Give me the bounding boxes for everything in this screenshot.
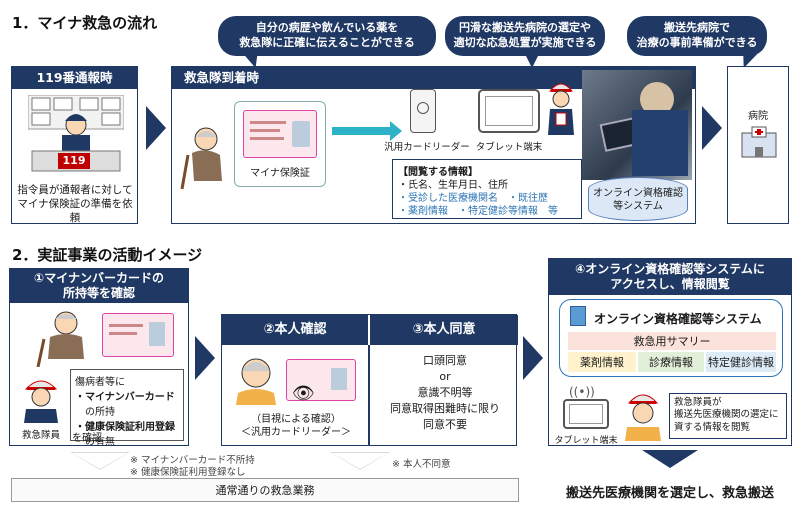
reader-label: 汎用カードリーダー [384,142,470,153]
flow-arrow-2 [702,106,722,150]
step3-line4: 同意取得困難時に限り [390,401,500,415]
card-label: マイナ保険証 [250,168,310,179]
note-left-2: ※ 健康保険証利用登録なし [130,467,246,478]
step4-paramedic-icon [625,394,661,441]
step1-header: ①マイナンバーカードの 所持等を確認 [10,269,188,303]
step4-tablet-icon [563,399,609,429]
patient-illustration [36,311,84,367]
elderly-patient-icon [180,127,222,190]
tablet-icon [478,89,540,133]
final-arrow [642,450,698,468]
step4-note: 救急隊員が 搬送先医療機関の選定に 資する情報を閲覧 [669,393,787,439]
step23-divider [368,345,370,445]
arrival-panel: 救急隊到着時 マイナ保険証 汎用カードリーダー タブレット端末 [171,66,696,224]
info-line-3: ・薬剤情報 ・特定健診等情報 等 [398,206,558,217]
step1-paramedic-icon [24,380,58,423]
step3-text: 口頭同意 or 意識不明等 同意取得困難時に限り 同意不要 [372,353,518,433]
card-reader-icon [410,89,436,133]
tablet-label: タブレット端末 [475,142,543,153]
note-left-1: ※ マイナンバーカード不所持 [130,455,255,466]
step1-intro: 傷病者等に [75,377,125,388]
db-label: オンライン資格確認 等システム [593,188,683,212]
card-to-reader-arrowhead [390,121,402,141]
card-to-reader-arrow [332,127,392,135]
step4-header: ④オンライン資格確認等システムに アクセスし、情報閲覧 [549,259,791,295]
flow-arrow-1 [146,106,166,150]
fallback-arrow-mid-inner [332,453,388,469]
note-mid: ※ 本人不同意 [392,459,451,470]
info-line-1: ・氏名、生年月日、住所 [398,180,508,191]
step3-header: ③本人同意 [370,315,518,345]
paramedic-icon [548,83,574,135]
step1-item1: ・マイナンバーカード [75,392,175,403]
step3-line2: or [439,369,451,383]
step2-header: ②本人確認 [222,315,368,345]
call-panel-header: 119番通報時 [12,67,137,89]
section2-title: 2．実証事業の活動イメージ [12,246,203,264]
step23-panel: ②本人確認 ③本人同意 👁 （目視による確認） ＜汎用カードリーダー＞ 口頭同意… [221,314,518,446]
benefit-bubble-1: 自分の病歴や飲んでいる薬を 救急隊に正確に伝えることができる [218,16,436,56]
mynumber-card-icon [243,110,317,158]
step4-tablet-label: タブレット端末 [554,436,618,446]
step1-card-icon [102,313,174,357]
step4-system-box: オンライン資格確認等システム 救急用サマリー 薬剤情報 診療情報 特定健診情報 [559,299,783,377]
online-system-db-icon: オンライン資格確認 等システム [588,177,688,221]
step3-line5: 同意不要 [423,417,467,431]
call-panel: 119番通報時 119 指令員が通報者に対して マイナ保険証の準備を依頼 [11,66,138,224]
viewable-info-box: 【閲覧する情報】 ・氏名、生年月日、住所 ・受診した医療機関名 ・既往歴 ・薬剤… [392,159,582,219]
fallback-arrow-left-inner [72,453,128,469]
step1-person-label: 救急隊員 [21,430,60,441]
step2-person-icon [236,358,276,405]
benefit-bubble-3: 搬送先病院で 治療の事前準備ができる [627,16,767,56]
checkup-info-cell: 特定健診情報 [706,352,776,372]
step2-card-icon [286,359,356,401]
drug-info-cell: 薬剤情報 [568,352,636,372]
call-caption: 指令員が通報者に対して マイナ保険証の準備を依頼 [17,184,133,225]
step1-end: を確認 [72,433,102,444]
flow-arrow-3 [195,336,215,380]
normal-operations-bar: 通常通りの救急業務 [11,478,519,502]
hospital-panel: 病院 [727,66,789,224]
final-step: 搬送先医療機関を選定し、救急搬送 [565,486,774,501]
step2-eye-icon: 👁 [292,383,315,404]
info-title: 【閲覧する情報】 [398,167,478,178]
dispatcher-illustration [28,95,124,172]
section1-title: 1．マイナ救急の流れ [12,14,158,32]
bubble-tail-2 [525,54,539,68]
step4-system-title: オンライン資格確認等システム [594,312,762,326]
wifi-icon: ((•)) [569,385,595,399]
step2-caption: （目視による確認） ＜汎用カードリーダー＞ [241,414,351,438]
clinic-info-cell: 診療情報 [638,352,704,372]
flow-arrow-4 [523,336,543,380]
emergency-summary: 救急用サマリー [568,332,776,350]
paramedic-photo [582,70,692,180]
hospital-label: 病院 [748,111,768,122]
step1-panel: ①マイナンバーカードの 所持等を確認 救急隊員 傷病者等に ・マイナンバーカード… [9,268,189,448]
mynumber-card-frame: マイナ保険証 [234,101,326,187]
benefit-bubble-2: 円滑な搬送先病院の選定や 適切な応急処置が実施できる [445,16,605,56]
step1-item2: ・健康保険証利用登録 [75,422,175,433]
info-line-2: ・受診した医療機関名 ・既往歴 [398,193,548,204]
step3-line3: 意識不明等 [417,385,473,399]
step1-check-box: 傷病者等に ・マイナンバーカード の所持 ・健康保険証利用登録 の有無 [70,369,184,448]
step1-item1b: の所持 [85,407,115,418]
step1-item2b: の有無 [85,437,115,448]
step4-panel: ④オンライン資格確認等システムに アクセスし、情報閲覧 オンライン資格確認等シス… [548,258,792,446]
server-icon [570,306,586,326]
step3-line1: 口頭同意 [423,354,467,367]
hospital-icon [741,126,777,158]
arrival-panel-header: 救急隊到着時 [172,67,695,89]
119-sign: 119 [58,153,90,169]
